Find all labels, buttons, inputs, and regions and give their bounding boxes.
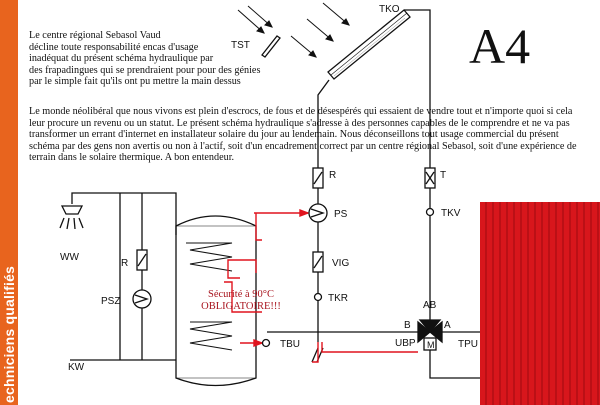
disclaimer-line: décline toute responsabilité encas d'usa… xyxy=(29,41,199,53)
safety-note-line: OBLIGATOIRE!!! xyxy=(201,301,281,312)
valve-motor xyxy=(423,337,437,351)
tst-sensor xyxy=(261,35,281,58)
solar-flow-pipe xyxy=(404,9,431,332)
label-tbu: TBU xyxy=(280,339,300,350)
shower-icon xyxy=(59,205,84,230)
disclaimer-line: Le centre régional Sebasol Vaud xyxy=(29,30,161,41)
pump-ps xyxy=(308,203,328,223)
label-r-solar: R xyxy=(329,170,336,181)
label-vig: VIG xyxy=(332,258,349,269)
disclaimer-line: par le simple fait qu'ils ont pu mettre … xyxy=(29,76,241,88)
side-banner: echniciens qualifiés xyxy=(0,0,18,405)
label-m: M xyxy=(427,340,435,350)
label-tkr: TKR xyxy=(328,293,348,304)
label-tst: TST xyxy=(231,40,250,51)
tkv-sensor xyxy=(425,207,435,217)
label-a: A xyxy=(444,320,451,331)
three-way-valve xyxy=(417,320,432,344)
sun-rays xyxy=(237,2,350,58)
label-ubp: UBP xyxy=(395,338,416,349)
tbu-sensor xyxy=(261,338,271,348)
return-pipe xyxy=(429,345,480,379)
label-kw: KW xyxy=(68,362,85,373)
disclaimer-text: Le centre régional Sebasol Vaud décline … xyxy=(29,30,289,88)
label-t: T xyxy=(440,170,446,181)
side-banner-text: echniciens qualifiés xyxy=(1,265,17,403)
safety-note: Sécurité à 90°C OBLIGATOIRE!!! xyxy=(186,289,296,313)
label-r-dhw: R xyxy=(121,258,128,269)
label-b: B xyxy=(404,320,411,331)
scheme-id: A4 xyxy=(469,18,531,74)
solar-collector xyxy=(327,9,411,80)
storage-tank xyxy=(175,215,257,387)
label-tkv: TKV xyxy=(441,208,461,219)
pipe-break-icon xyxy=(311,347,319,363)
disclaimer-line: des frapadingues qui se prendraient pour… xyxy=(29,64,261,76)
label-ab: AB xyxy=(423,300,437,311)
label-tko: TKO xyxy=(379,4,400,15)
highlighted-circuit xyxy=(224,208,418,363)
label-tpu: TPU xyxy=(458,339,478,350)
tkr-sensor xyxy=(313,292,323,302)
label-ps: PS xyxy=(334,209,348,220)
safety-note-line: Sécurité à 90°C xyxy=(207,289,274,300)
disclaimer-line: inadéquat du présent schéma hydraulique … xyxy=(29,53,214,65)
label-ww: WW xyxy=(60,252,79,263)
label-psz: PSZ xyxy=(101,296,120,307)
radiator xyxy=(480,202,600,405)
warning-paragraph: Le monde néolibéral que nous vivons est … xyxy=(29,106,577,164)
hot-water-pipe xyxy=(71,192,177,235)
pump-psz xyxy=(132,289,152,309)
